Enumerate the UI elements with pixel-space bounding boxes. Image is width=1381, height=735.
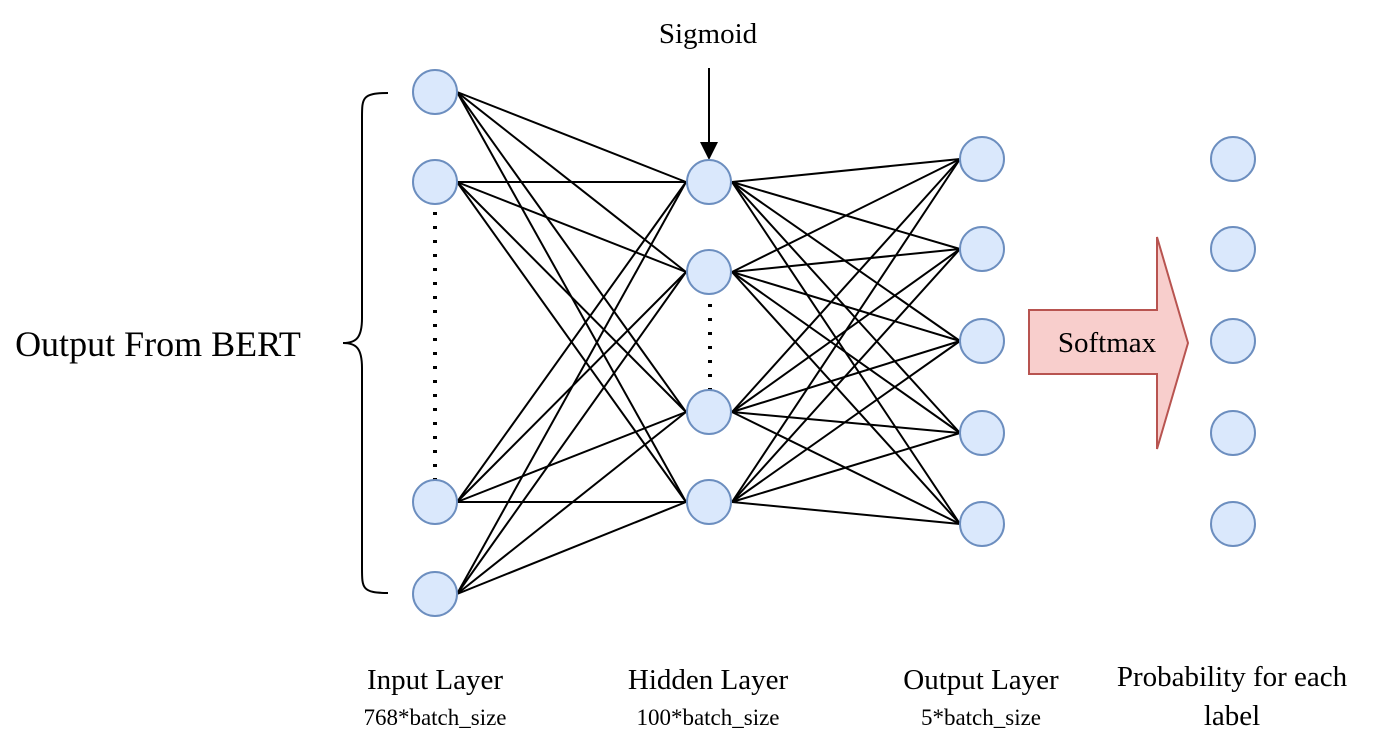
- probability-node: [1210, 318, 1256, 364]
- input-node: [412, 69, 458, 115]
- output-layer-title: Output Layer: [903, 664, 1059, 696]
- probability-label-line1: Probability for each: [1117, 661, 1348, 693]
- probability-node: [1210, 501, 1256, 547]
- output-node: [959, 410, 1005, 456]
- input-node: [412, 479, 458, 525]
- curly-brace: [342, 92, 389, 594]
- probability-node: [1210, 226, 1256, 272]
- hidden-node: [686, 249, 732, 295]
- output-node: [959, 318, 1005, 364]
- output-node: [959, 226, 1005, 272]
- probability-node: [1210, 136, 1256, 182]
- softmax-label: Softmax: [1058, 327, 1157, 359]
- output-node: [959, 136, 1005, 182]
- output-layer-size: 5*batch_size: [921, 705, 1041, 730]
- output-node: [959, 501, 1005, 547]
- probability-node: [1210, 410, 1256, 456]
- softmax-arrow: [1028, 236, 1190, 450]
- output-from-bert-label: Output From BERT: [15, 324, 301, 364]
- hidden-node: [686, 159, 732, 205]
- input-node: [412, 571, 458, 617]
- probability-nodes: [1210, 136, 1256, 547]
- output-layer-nodes: [959, 136, 1005, 547]
- input-layer-size: 768*batch_size: [363, 705, 506, 730]
- hidden-layer-nodes: [686, 159, 732, 525]
- sigmoid-label: Sigmoid: [659, 18, 758, 50]
- hidden-layer-size: 100*batch_size: [636, 705, 779, 730]
- hidden-layer-title: Hidden Layer: [628, 664, 789, 696]
- sigmoid-arrow: [700, 68, 718, 160]
- hidden-node: [686, 389, 732, 435]
- input-hidden-edges: [456, 91, 687, 595]
- input-layer-title: Input Layer: [367, 664, 503, 696]
- input-node: [412, 159, 458, 205]
- hidden-node: [686, 479, 732, 525]
- input-layer-nodes: [412, 69, 458, 617]
- hidden-output-edges: [731, 158, 961, 525]
- probability-label-line2: label: [1204, 700, 1260, 732]
